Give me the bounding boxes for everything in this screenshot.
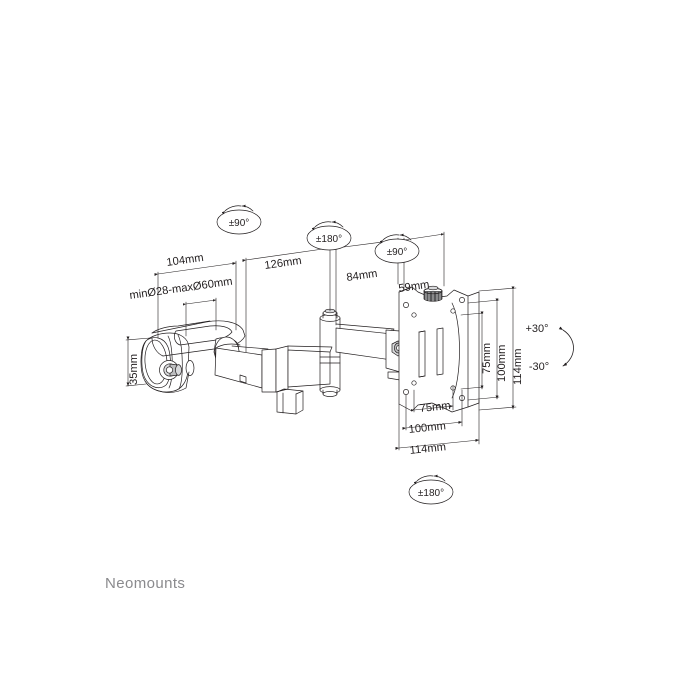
tilt-indicator — [558, 326, 574, 367]
tilt-label-down: -30° — [529, 361, 549, 373]
rotation-pole — [216, 204, 262, 235]
rot-label-wrist: ±90° — [387, 247, 408, 258]
dimension-lines — [125, 231, 517, 451]
rot-label-elbow: ±180° — [316, 234, 342, 245]
dim-label-100mm-h: 100mm — [408, 420, 446, 436]
dim-label-75mm-v: 75mm — [481, 343, 493, 374]
dim-label-84mm: 84mm — [346, 268, 378, 284]
dim-label-114mm-h: 114mm — [409, 441, 447, 457]
rot-label-pole: ±90° — [229, 218, 250, 229]
lower-arm-segment — [214, 343, 333, 415]
rot-label-plate: ±180° — [418, 488, 444, 499]
brand-logo: Neomounts — [105, 575, 186, 592]
tilt-label-up: +30° — [525, 323, 548, 335]
rotation-elbow — [306, 220, 352, 251]
elbow-joint — [319, 308, 341, 397]
dim-label-100mm-v: 100mm — [496, 345, 508, 382]
pole-clamp-assembly — [140, 320, 246, 393]
upper-arm-segment — [335, 323, 406, 381]
dim-label-126mm: 126mm — [264, 255, 303, 272]
rotation-plate — [408, 474, 454, 505]
tilt-labels: +30° -30° — [525, 323, 549, 373]
vesa-lock-knob-icon — [423, 285, 443, 302]
rotation-labels: ±90° ±180° ±90° ±180° — [229, 218, 444, 499]
cable-hook-bracket — [276, 388, 304, 415]
clamp-bolt-icon — [159, 360, 182, 380]
dim-label-35mm: 35mm — [128, 354, 140, 385]
dim-label-75mm-h: 75mm — [419, 400, 451, 415]
rotation-wrist — [374, 233, 420, 264]
dim-label-104mm: 104mm — [166, 252, 205, 269]
dim-label-clamp: minØ28-maxØ60mm — [129, 276, 233, 302]
dim-label-114mm-v: 114mm — [512, 349, 524, 385]
vesa-plate — [398, 285, 480, 413]
rotation-indicators — [216, 204, 454, 505]
dim-label-59mm: 59mm — [398, 279, 430, 295]
